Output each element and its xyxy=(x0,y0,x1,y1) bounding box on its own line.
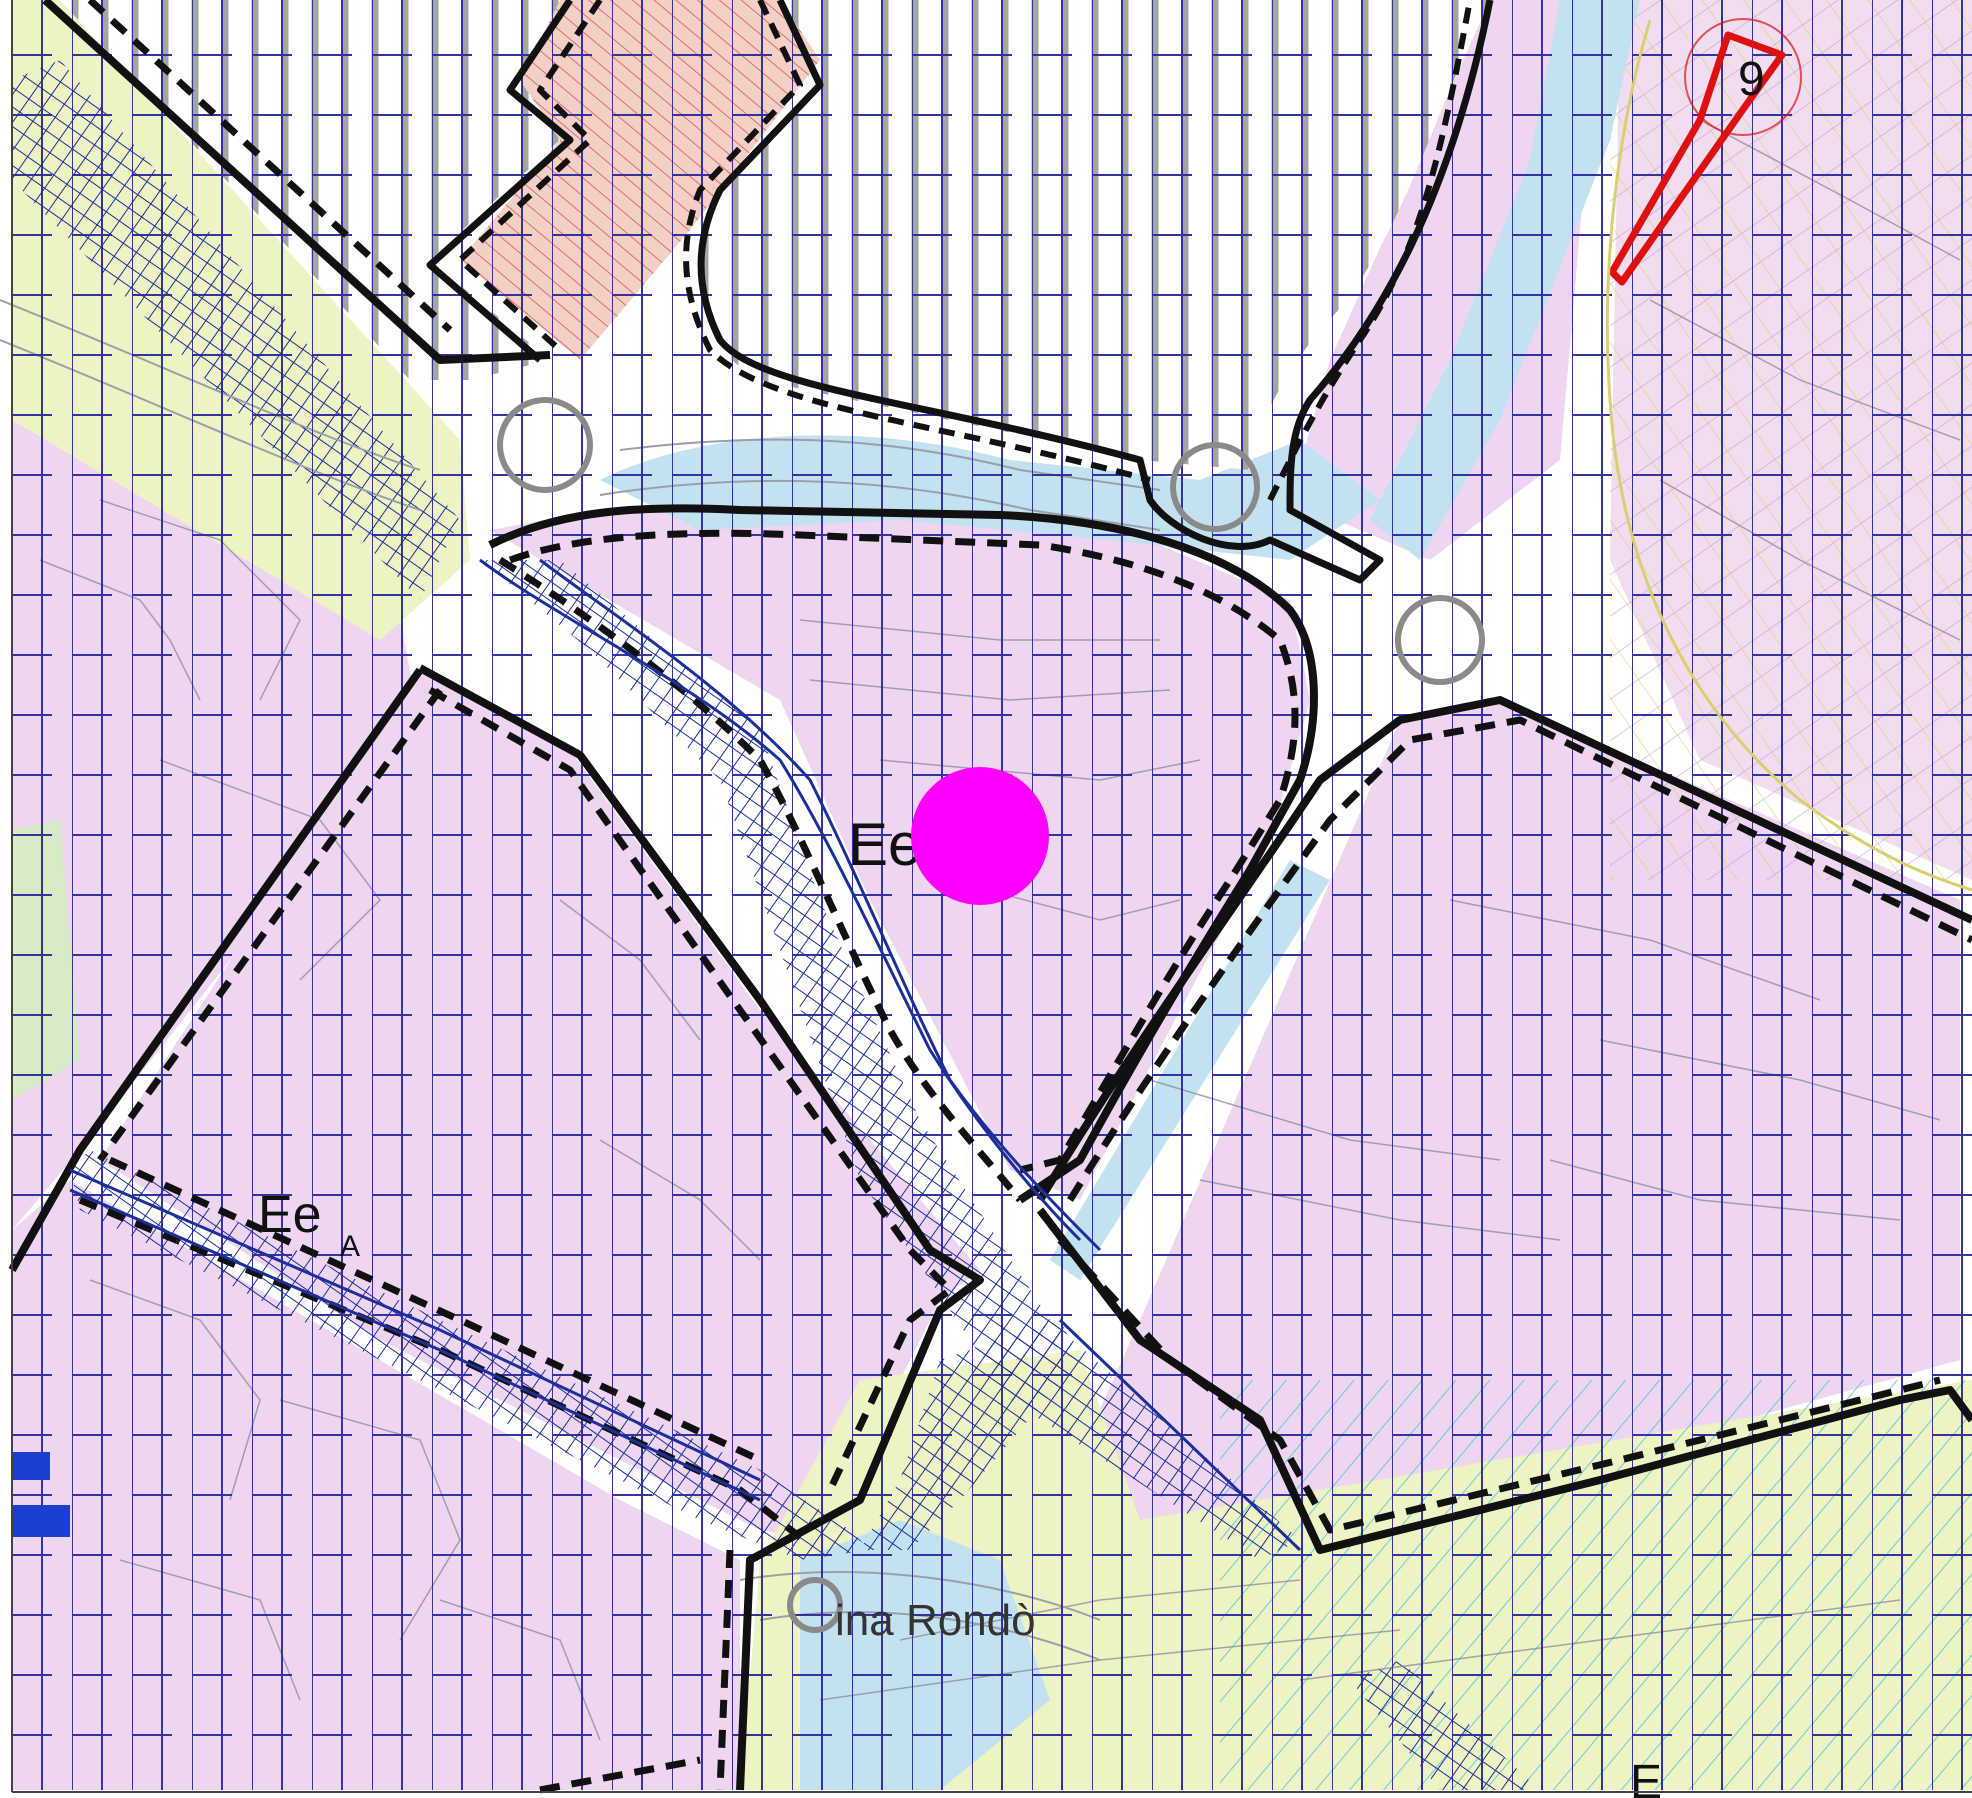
roundabout-icon xyxy=(497,397,1485,1633)
zone-boundaries xyxy=(8,0,1972,1794)
blue-square-bottom xyxy=(12,1505,70,1537)
location-marker-icon[interactable] xyxy=(911,767,1049,905)
zone-label-ee-center: Ee xyxy=(848,811,921,878)
blue-square-top xyxy=(12,1452,50,1480)
zone-label-ee-southwest: Ee xyxy=(258,1186,322,1244)
yellow-outline-east xyxy=(1605,19,1972,892)
red-feature: 9 xyxy=(1608,18,1802,286)
red-feature-number: 9 xyxy=(1738,53,1765,106)
corridor-edges xyxy=(69,558,1302,1552)
street-name-label: ina Rondò xyxy=(835,1596,1036,1645)
zone-label-ee-southwest-sub: A xyxy=(340,1230,360,1263)
